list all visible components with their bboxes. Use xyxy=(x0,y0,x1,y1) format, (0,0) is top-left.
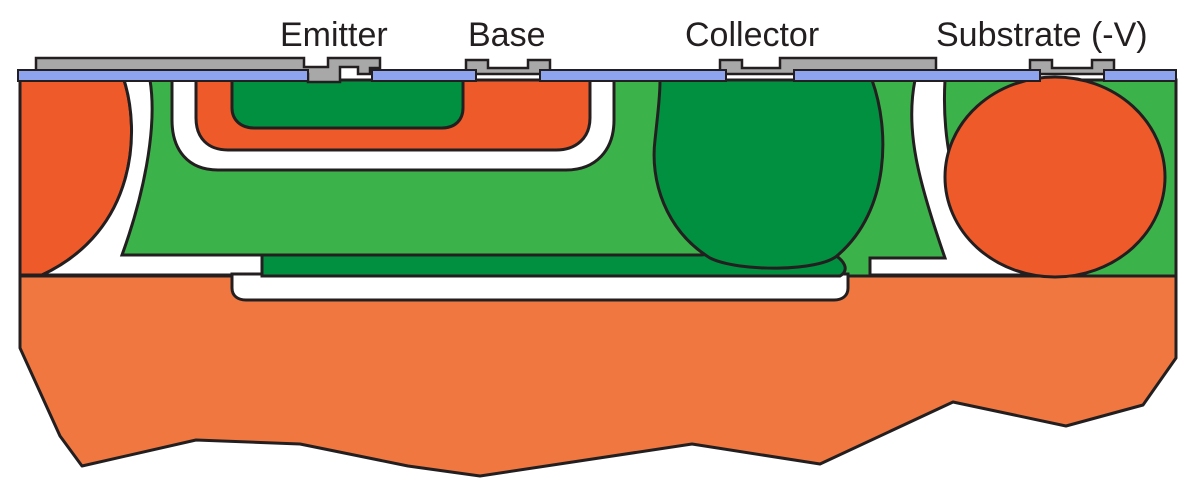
substrate-region xyxy=(18,274,1178,478)
base-label: Base xyxy=(468,16,546,54)
buried-layer-depletion xyxy=(230,272,850,302)
collector-label: Collector xyxy=(685,16,819,54)
isolation-region-right xyxy=(943,75,1167,279)
oxide-segment xyxy=(793,69,1041,82)
oxide-segment xyxy=(539,69,727,82)
oxide-segment xyxy=(17,69,309,82)
emitter-label: Emitter xyxy=(280,16,388,54)
collector-sinker xyxy=(652,78,885,270)
depletion-band-left xyxy=(41,78,264,277)
substrate-contact-metal xyxy=(1028,58,1116,76)
oxide-segment xyxy=(1103,69,1177,82)
base-contact-metal xyxy=(464,58,552,76)
substrate-label: Substrate (-V) xyxy=(936,16,1148,54)
oxide-segment xyxy=(371,69,477,82)
emitter-region xyxy=(230,78,465,130)
